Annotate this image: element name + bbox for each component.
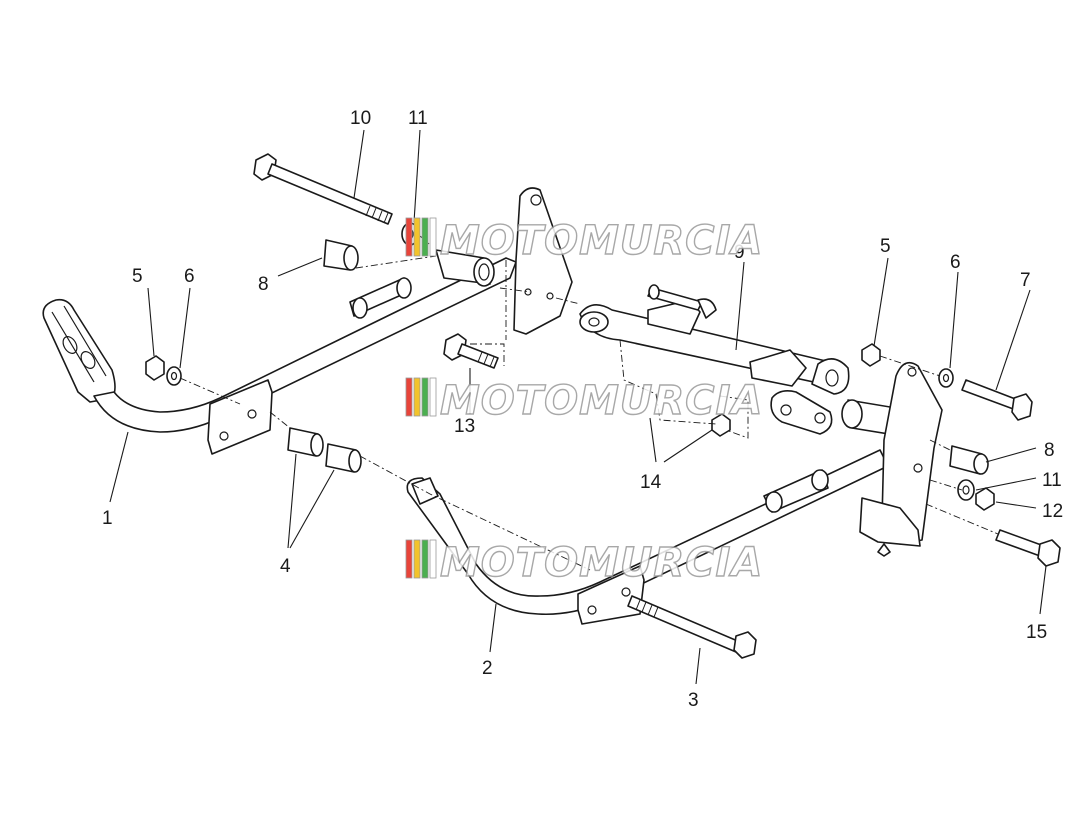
right-mount-bracket <box>859 361 943 557</box>
part-8-bushing-right <box>949 445 989 475</box>
center-mount-plate <box>513 187 573 335</box>
part-2-side-stand-right <box>406 449 889 625</box>
part-5-nut-left <box>145 355 165 381</box>
callout-14: 14 <box>640 472 662 493</box>
callout-6-left: 6 <box>184 266 195 287</box>
svg-text:MOTOMURCIA: MOTOMURCIA <box>440 218 763 264</box>
callout-5-right: 5 <box>880 236 891 257</box>
callout-11-top: 11 <box>408 108 428 129</box>
part-13-bolt <box>443 333 499 369</box>
callout-3: 3 <box>688 690 699 711</box>
part-1-side-stand-left <box>42 257 517 455</box>
watermark-bottom: MOTOMURCIA <box>405 539 763 587</box>
svg-text:MOTOMURCIA: MOTOMURCIA <box>440 378 763 424</box>
part-8-bushing-left <box>323 239 359 271</box>
tube-upper-left <box>435 249 495 287</box>
callout-15: 15 <box>1026 622 1047 643</box>
leader-lines <box>109 129 1047 685</box>
callout-6-right: 6 <box>950 252 961 273</box>
callout-numbers: 1 2 3 4 5 6 8 10 11 13 9 14 5 6 7 8 11 1… <box>102 108 1063 711</box>
part-5-nut-right <box>861 343 881 367</box>
callout-8-left: 8 <box>258 274 269 295</box>
part-6-washer-right <box>938 368 954 388</box>
part-7-bolt <box>961 379 1033 421</box>
callout-4: 4 <box>280 556 291 577</box>
callout-7: 7 <box>1020 270 1031 291</box>
callout-10: 10 <box>350 108 371 129</box>
callout-2: 2 <box>482 658 493 679</box>
callout-11-right: 11 <box>1042 470 1062 491</box>
watermark-middle: MOTOMURCIA <box>405 377 763 425</box>
svg-text:MOTOMURCIA: MOTOMURCIA <box>440 540 763 586</box>
part-4-spacer-b <box>325 443 362 473</box>
callout-12: 12 <box>1042 501 1063 522</box>
part-9-cross-link <box>579 284 850 435</box>
callout-9: 9 <box>734 242 745 263</box>
part-12-nut <box>975 487 995 511</box>
part-4-spacer-a <box>287 427 324 457</box>
callout-13: 13 <box>454 416 475 437</box>
part-3-bolt <box>627 595 757 659</box>
part-11-washer-right <box>957 479 975 501</box>
callout-8-right: 8 <box>1044 440 1055 461</box>
assembly-axes <box>179 235 999 571</box>
watermark-top: MOTOMURCIA <box>405 217 763 265</box>
part-10-long-bolt <box>253 153 393 225</box>
callout-5-left: 5 <box>132 266 143 287</box>
callout-1: 1 <box>102 508 113 529</box>
part-6-washer-left <box>166 366 182 386</box>
part-15-bolt <box>995 529 1061 567</box>
